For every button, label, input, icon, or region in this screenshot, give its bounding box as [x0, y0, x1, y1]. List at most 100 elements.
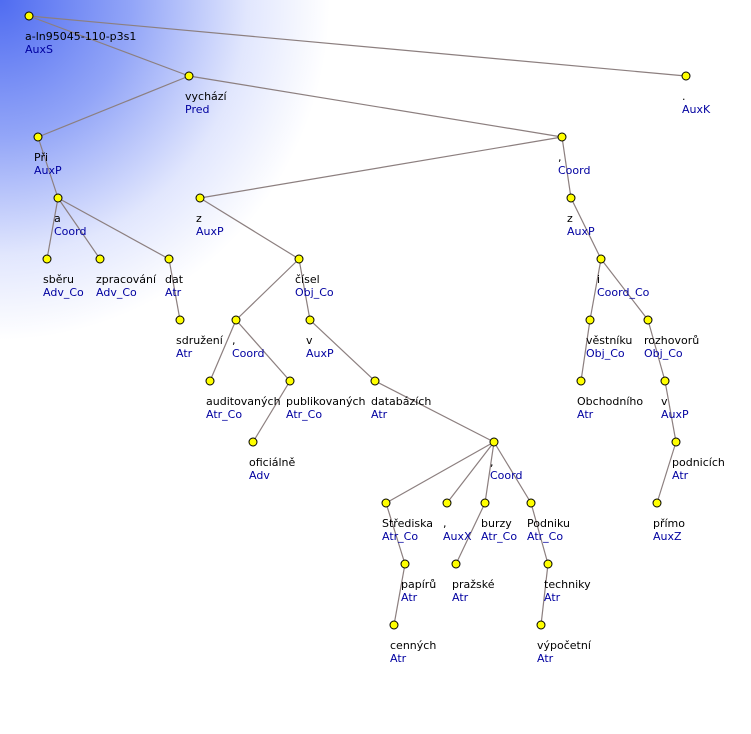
word-form: publikovaných — [286, 395, 366, 408]
edge-publikovanych-oficialne — [252, 380, 291, 443]
tree-node-papiru[interactable] — [400, 559, 410, 569]
edge-strediska-papiru — [385, 502, 406, 565]
tree-node-root[interactable] — [24, 11, 34, 21]
edge-dat-sdruzeni — [168, 258, 181, 321]
tree-node-i[interactable] — [596, 254, 606, 264]
word-form: databázích — [371, 395, 432, 408]
tree-node-auditovanych[interactable] — [205, 376, 215, 386]
tree-node-v2[interactable] — [660, 376, 670, 386]
tree-node-vestniku[interactable] — [585, 315, 595, 325]
tree-node-podniku[interactable] — [526, 498, 536, 508]
tree-node-comma3[interactable] — [489, 437, 499, 447]
word-form: dat — [165, 273, 184, 286]
tree-node-dat[interactable] — [164, 254, 174, 264]
word-form: a — [54, 212, 61, 225]
word-form: i — [597, 273, 601, 286]
edge-v2-podnicich — [664, 380, 677, 443]
tree-node-cennych[interactable] — [389, 620, 399, 630]
afun-label: AuxS — [25, 43, 53, 56]
tree-node-vychazi[interactable] — [184, 71, 194, 81]
tree-node-z1[interactable] — [195, 193, 205, 203]
word-form: , — [232, 334, 236, 347]
tree-node-oficialne[interactable] — [248, 437, 258, 447]
tree-node-prazske[interactable] — [451, 559, 461, 569]
afun-label: Coord_Co — [597, 286, 650, 299]
afun-label: AuxP — [196, 225, 224, 238]
tree-node-primo[interactable] — [652, 498, 662, 508]
afun-label: AuxZ — [653, 530, 682, 543]
edge-vestniku-obchodniho — [580, 319, 591, 382]
tree-node-rozhovoru[interactable] — [643, 315, 653, 325]
afun-label: Coord — [232, 347, 265, 360]
word-form: Podniku — [527, 517, 570, 530]
word-form: zpracování — [96, 273, 157, 286]
word-form: rozhovorů — [644, 334, 700, 347]
tree-node-sdruzeni[interactable] — [175, 315, 185, 325]
edge-comma2-publikovanych — [235, 319, 291, 382]
tree-node-z2[interactable] — [566, 193, 576, 203]
word-form: techniky — [544, 578, 591, 591]
node-label-comma4: ,AuxX — [443, 517, 472, 543]
afun-label: AuxP — [661, 408, 689, 421]
tree-node-obchodniho[interactable] — [576, 376, 586, 386]
edge-cisel-comma2 — [235, 258, 300, 321]
afun-label: Atr — [176, 347, 193, 360]
afun-label: Atr — [577, 408, 594, 421]
word-form: burzy — [481, 517, 512, 530]
edge-databazich-comma3 — [374, 380, 495, 443]
tree-node-cisel[interactable] — [294, 254, 304, 264]
tree-node-period[interactable] — [681, 71, 691, 81]
tree-node-comma2[interactable] — [231, 315, 241, 325]
tree-node-strediska[interactable] — [381, 498, 391, 508]
tree-node-v1[interactable] — [305, 315, 315, 325]
tree-node-podnicich[interactable] — [671, 437, 681, 447]
edge-a-sberu — [46, 197, 59, 260]
tree-node-comma4[interactable] — [442, 498, 452, 508]
tree-nodes — [24, 11, 691, 630]
word-form: věstníku — [586, 334, 633, 347]
word-form: pražské — [452, 578, 495, 591]
word-form: cenných — [390, 639, 437, 652]
afun-label: AuxP — [306, 347, 334, 360]
tree-node-vypocetni[interactable] — [536, 620, 546, 630]
edge-root-vychazi — [28, 15, 190, 77]
tree-node-burzy[interactable] — [480, 498, 490, 508]
afun-label: Atr — [452, 591, 469, 604]
edge-vychazi-pri — [37, 75, 190, 138]
word-form: Při — [34, 151, 49, 164]
tree-node-pri[interactable] — [33, 132, 43, 142]
word-form: Obchodního — [577, 395, 644, 408]
tree-node-techniky[interactable] — [543, 559, 553, 569]
word-form: auditovaných — [206, 395, 281, 408]
tree-node-a[interactable] — [53, 193, 63, 203]
tree-node-zpracovani[interactable] — [95, 254, 105, 264]
afun-label: Atr — [165, 286, 182, 299]
edge-a-dat — [57, 197, 170, 260]
tree-node-publikovanych[interactable] — [285, 376, 295, 386]
tree-node-sberu[interactable] — [42, 254, 52, 264]
word-form: papírů — [401, 578, 437, 591]
word-form: vychází — [185, 90, 227, 103]
edge-v1-databazich — [309, 319, 376, 382]
tree-node-comma1[interactable] — [557, 132, 567, 142]
node-label-comma3: ,Coord — [490, 456, 522, 482]
edge-burzy-prazske — [455, 502, 486, 565]
tree-node-databazich[interactable] — [370, 376, 380, 386]
afun-label: Atr_Co — [527, 530, 564, 543]
edge-i-rozhovoru — [600, 258, 649, 321]
